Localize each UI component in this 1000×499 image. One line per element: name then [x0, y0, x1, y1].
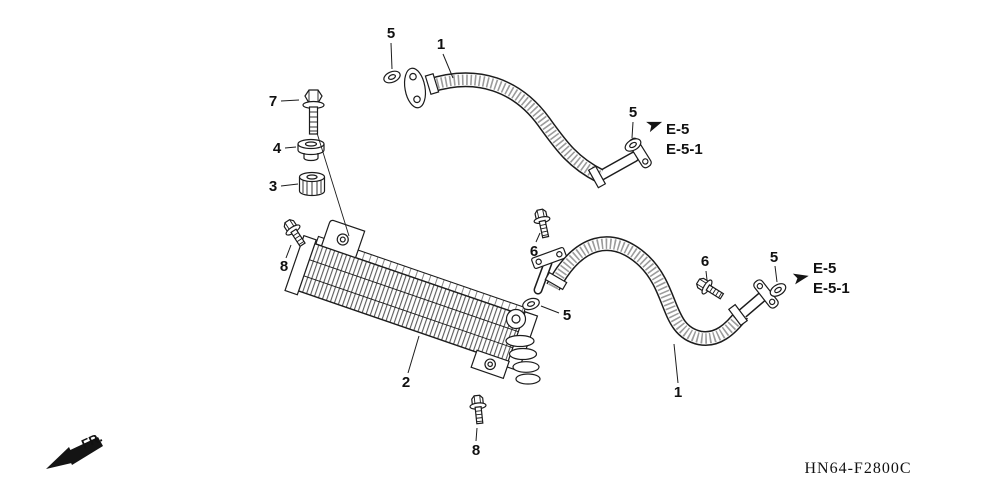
cooler-tube-line: [307, 258, 521, 333]
oil-cooler-core: [284, 219, 539, 380]
callout-5-upper-right: 5: [629, 104, 637, 121]
banjo-flange-fitting: [403, 67, 427, 109]
diagram-code: HN64-F2800C: [804, 460, 911, 477]
hose-crimp-collar: [587, 165, 607, 189]
hose-start-flange: [531, 246, 567, 270]
flange-bolt-7: [302, 89, 325, 135]
spring-coil: [515, 373, 541, 385]
hose-crimp-collar: [424, 72, 440, 96]
e5-arrow-icon: [646, 121, 663, 133]
cooler-left-cap: [284, 234, 317, 296]
callout-4: 4: [273, 140, 282, 157]
spring-coil: [512, 361, 540, 373]
e5-label: E-5: [666, 121, 689, 138]
leader-lines: [280, 42, 778, 442]
callout-1-lower: 1: [674, 384, 682, 401]
upper-oil-hose: [403, 67, 654, 189]
callout-7: 7: [269, 93, 277, 110]
spring-coil: [505, 334, 535, 348]
callout-3: 3: [269, 178, 277, 195]
callout-6-upper: 6: [530, 243, 538, 260]
spring-coil: [508, 347, 538, 361]
rubber-grommet-3: [298, 171, 326, 197]
callout-5-upper-left: 5: [387, 25, 395, 42]
cooler-ports-and-spring: [505, 308, 541, 385]
flange-bolt-8-bottom: [468, 394, 489, 425]
e5-1-label: E-5-1: [666, 141, 703, 158]
e5-1-label: E-5-1: [813, 280, 850, 297]
callout-6-right: 6: [701, 253, 709, 270]
callout-1-upper: 1: [437, 36, 445, 53]
cooler-port-hole: [511, 314, 521, 324]
hose-crimp-collar: [727, 303, 749, 327]
callout-2: 2: [402, 374, 410, 391]
reference-e5-lower: E-5 E-5-1: [792, 260, 850, 297]
callout-5-lower-right: 5: [770, 249, 778, 266]
bracket-hole-inner: [339, 236, 346, 243]
mount-collar-4: [297, 138, 325, 162]
assembly-axis-line: [316, 132, 350, 237]
lower-tab-hole-inner: [487, 361, 493, 368]
flange-bolt-6-upper: [531, 207, 555, 240]
callout-8-bottom: 8: [472, 442, 480, 459]
front-arrow-shaft: [66, 437, 103, 465]
lower-oil-hose: [531, 236, 781, 346]
callout-5-center: 5: [563, 307, 571, 324]
front-direction-indicator: FR.: [46, 430, 104, 469]
e5-arrow-icon: [792, 273, 809, 285]
flange-bolt-6-right: [693, 274, 727, 304]
reference-e5-upper: E-5 E-5-1: [646, 121, 703, 158]
front-label: FR.: [79, 430, 104, 452]
e5-label: E-5: [813, 260, 836, 277]
cooler-tube-line: [301, 274, 515, 349]
callout-8-left: 8: [280, 258, 288, 275]
sealing-washer-5-upper-left: [381, 68, 403, 86]
hose-crimp-collar: [544, 271, 568, 291]
